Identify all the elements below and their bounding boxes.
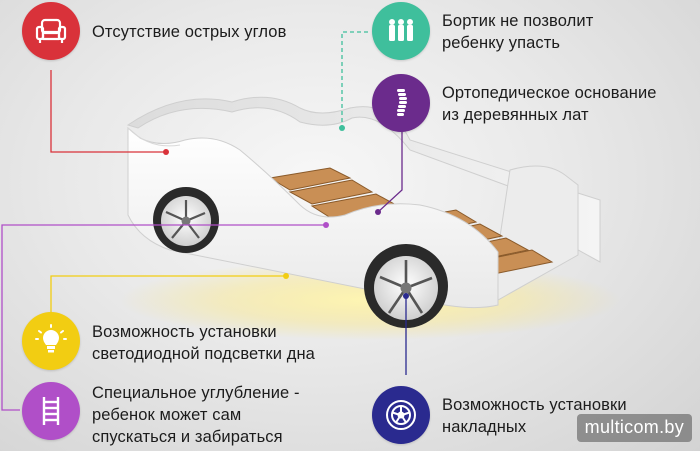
feature-no-sharp-corners: Отсутствие острых углов — [22, 2, 286, 60]
feature-text: Возможность установки накладных — [442, 396, 627, 436]
callout-lines — [1, 31, 409, 411]
line-violet — [1, 224, 326, 411]
line-purple — [377, 130, 403, 213]
line-teal — [341, 31, 368, 128]
armchair-icon — [22, 2, 80, 60]
feature-orthopedic-base: Ортопедическое основание из деревянных л… — [372, 74, 657, 132]
feature-step-recess: Специальное углубление - ребенок может с… — [22, 382, 300, 448]
spine-icon — [372, 74, 430, 132]
lightbulb-icon — [22, 312, 80, 370]
rear-wheel — [153, 187, 219, 253]
watermark: multicom.by — [576, 414, 692, 442]
wheel-icon — [372, 386, 430, 444]
line-red — [50, 70, 166, 153]
feature-text: Возможность установки светодиодной подсв… — [92, 323, 315, 363]
feature-text: Отсутствие острых углов — [92, 23, 287, 41]
feature-text: Бортик не позволит ребенку упасть — [442, 12, 594, 52]
feature-text: Специальное углубление - ребенок может с… — [92, 384, 300, 446]
line-yellow — [50, 275, 286, 312]
feature-wheel-overlays: Возможность установки накладных — [372, 386, 627, 444]
front-wheel — [364, 244, 448, 328]
bumper-icon — [372, 2, 430, 60]
ladder-icon — [22, 382, 80, 440]
feature-text: Ортопедическое основание из деревянных л… — [442, 84, 657, 124]
feature-bumper: Бортик не позволит ребенку упасть — [372, 2, 593, 60]
feature-led-lighting: Возможность установки светодиодной подсв… — [22, 312, 315, 370]
